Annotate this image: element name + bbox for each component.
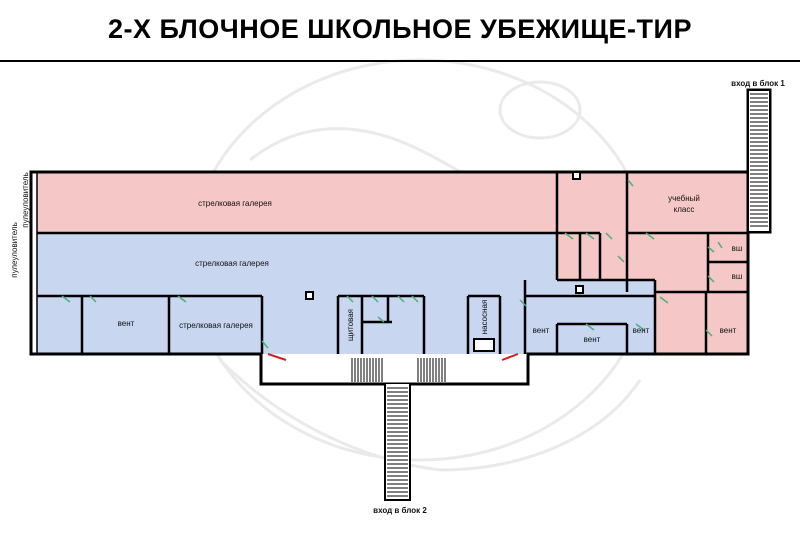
panel-room-label: щитовая xyxy=(346,309,355,341)
vent-mid-center-label: вент xyxy=(584,335,601,344)
staircase-entrance-2 xyxy=(384,384,411,501)
classroom-label-line1: учебный xyxy=(668,194,700,203)
lower-shooting-gallery xyxy=(37,233,557,354)
door-swings xyxy=(61,179,723,349)
vent-right-label: вент xyxy=(720,326,737,335)
bullet-catcher-label-1: пулеуловитель xyxy=(10,222,19,278)
stair-steps-right xyxy=(417,358,446,382)
upper-shooting-gallery xyxy=(37,172,557,233)
vsh-1-label: вш xyxy=(732,244,743,253)
classroom-label-line2: класс xyxy=(674,205,695,214)
vent-mid-right-label: вент xyxy=(633,326,650,335)
staircase-entrance-1 xyxy=(747,89,771,233)
title-underline xyxy=(0,60,800,62)
vent-left-label: вент xyxy=(118,319,135,328)
vent-mid-left-label: вент xyxy=(533,326,550,335)
right-utility-area xyxy=(525,280,655,354)
upper-gallery-label: стрелковая галерея xyxy=(198,199,272,208)
column-marker xyxy=(575,285,584,294)
lower-gallery-label: стрелковая галерея xyxy=(195,259,269,268)
entrance-2-label: вход в блок 2 xyxy=(373,506,427,515)
column-marker xyxy=(305,291,314,300)
entrance-1-label: вход в блок 1 xyxy=(731,79,785,88)
bullet-catcher-label-2: пулеуловитель xyxy=(21,172,30,228)
interior-walls xyxy=(37,172,748,354)
lower-right-room xyxy=(655,292,748,354)
vsh-2-label: вш xyxy=(732,272,743,281)
stair-steps-2 xyxy=(387,387,408,497)
pump-equipment xyxy=(473,338,495,352)
column-marker xyxy=(572,171,581,180)
stair-steps-1 xyxy=(750,93,768,227)
stair-steps-left xyxy=(351,358,383,382)
page-title: 2-Х БЛОЧНОЕ ШКОЛЬНОЕ УБЕЖИЩЕ-ТИР xyxy=(108,14,692,44)
small-gallery-label: стрелковая галерея xyxy=(179,321,253,330)
pump-room-label: насосная xyxy=(480,300,489,335)
